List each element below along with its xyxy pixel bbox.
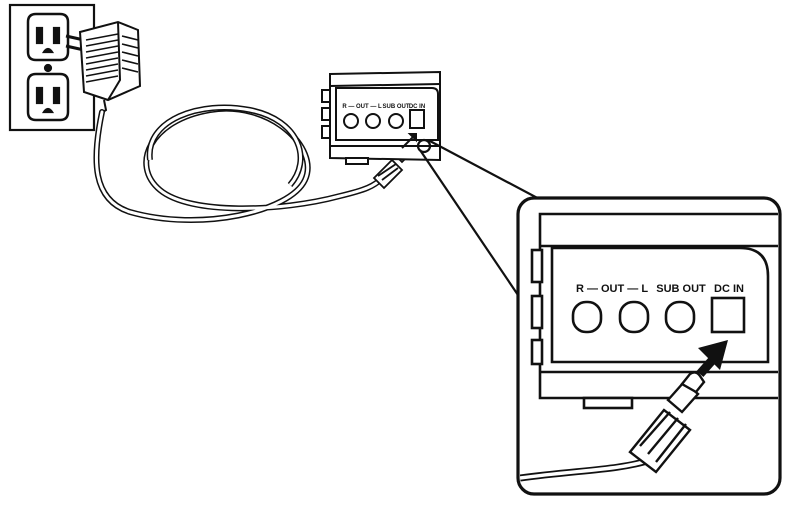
jack-r-small: [343, 113, 359, 129]
small-label-r-out-l: R — OUT — L: [342, 104, 382, 110]
outlet-receptacle-lower: [26, 72, 70, 122]
power-adapter: [65, 20, 142, 115]
jack-l-zoom: [618, 300, 650, 334]
zoom-inset: [516, 196, 782, 496]
zoom-label-dc-in: DC IN: [714, 283, 744, 295]
dc-in-port-small: [409, 109, 425, 129]
jack-r-zoom: [571, 300, 603, 334]
dc-plug-zoom: [628, 371, 706, 474]
wall-outlet: [8, 3, 96, 132]
outlet-receptacle-upper: [26, 12, 70, 62]
jack-l-small: [365, 113, 381, 129]
soundbar-device-small: [321, 70, 441, 165]
small-label-dc-in: DC IN: [409, 104, 425, 110]
zoom-label-sub-out: SUB OUT: [656, 283, 706, 295]
jack-sub-zoom: [664, 300, 696, 334]
jack-sub-small: [388, 113, 404, 129]
small-label-sub-out: SUB OUT: [383, 104, 410, 110]
power-cable: [93, 104, 385, 223]
insert-arrow-small: [401, 133, 417, 149]
insert-arrow-zoom: [696, 340, 728, 377]
zoom-label-r-out-l: R — OUT — L: [576, 283, 648, 295]
outlet-screw: [43, 63, 53, 73]
dc-in-port-zoom: [710, 296, 746, 334]
